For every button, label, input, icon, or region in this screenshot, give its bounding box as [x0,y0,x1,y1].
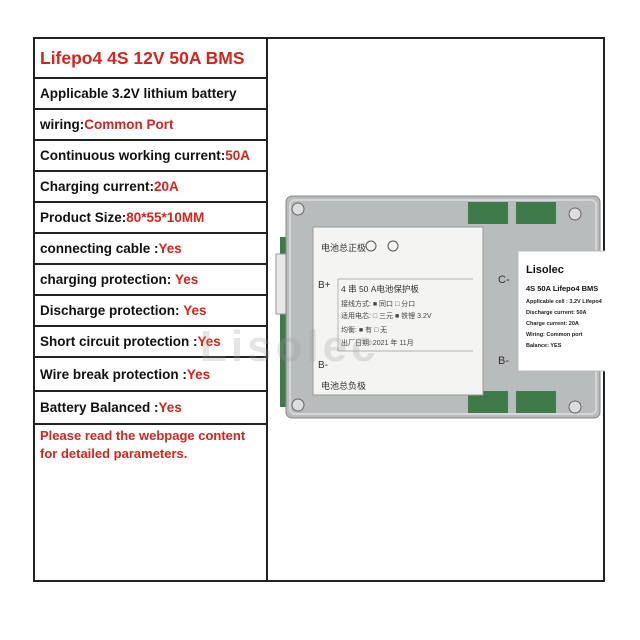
watermark: Lisolec [200,322,380,371]
spec-value: 50A [225,148,251,163]
label-line: Balance: YES [526,343,562,349]
bms-board-image: 电池总正极 电池总负极 B+ B- 4 串 50 A电池保护板 接线方式: ■ … [275,195,629,419]
sticker-b-plus: B+ [318,280,331,291]
spec-label: Product Size: [40,210,127,225]
solder-pad [468,202,508,224]
spec-value: Yes [183,303,207,318]
solder-pad [516,202,556,224]
spec-row: Charging current:20A [35,172,266,203]
spec-row: charging protection: Yes [35,265,266,296]
connector [275,253,287,315]
sticker-b-minus: B- [318,360,328,371]
spec-table: Lifepo4 4S 12V 50A BMS Applicable 3.2V l… [35,39,268,580]
spec-row: Wire break protection :Yes [35,358,266,392]
spec-value: 20A [154,179,179,194]
label-line: Charge current: 20A [526,321,579,327]
label-model: 4S 50A Lifepo4 BMS [526,284,598,293]
label-brand: Lisolec [526,264,564,276]
spec-label: wiring: [40,117,85,132]
product-photo: 电池总正极 电池总负极 B+ B- 4 串 50 A电池保护板 接线方式: ■ … [268,39,629,580]
product-title: Lifepo4 4S 12V 50A BMS [35,39,266,79]
spec-label: Charging current: [40,179,155,194]
sticker-line: 适用电芯: □ 三元 ■ 铁锂 3.2V [341,311,432,320]
solder-pad [516,391,556,413]
sticker-top-label: 电池总正极 [321,242,366,253]
spec-value: Yes [197,334,221,349]
terminal-plus-icon [365,240,377,252]
sticker-line: 均衡: ■ 有 □ 无 [341,325,387,334]
spec-value: Yes [175,272,199,287]
label-line: Applicable cell : 3.2V Lifepo4 [526,299,603,305]
terminal-minus-icon [387,240,399,252]
solder-pad [468,391,508,413]
screw-hole-icon [291,202,305,216]
spec-row: Short circuit protection :Yes [35,327,266,358]
spec-label: Battery Balanced : [40,400,159,415]
label-line: Discharge current: 50A [526,310,587,316]
spec-label: Continuous working current: [40,148,226,163]
sticker-heading: 4 串 50 A电池保护板 [341,284,419,294]
spec-row: Applicable 3.2V lithium battery [35,79,266,110]
spec-value: 80*55*10MM [126,210,205,225]
spec-row: Continuous working current:50A [35,141,266,172]
sticker-line: 出厂日期: 2021 年 11月 [341,338,414,347]
spec-value: Yes [158,241,182,256]
screw-hole-icon [568,207,582,221]
spec-row: Battery Balanced :Yes [35,392,266,425]
spec-label: Discharge protection: [40,303,184,318]
spec-row: Discharge protection: Yes [35,296,266,327]
label-line: Wiring: Common port [526,332,583,338]
main-sticker [312,226,484,396]
sticker-line: 接线方式: ■ 同口 □ 分口 [341,299,415,308]
spec-label: Short circuit protection : [40,334,198,349]
sticker-bottom-label: 电池总负极 [321,380,366,391]
screw-hole-icon [291,398,305,412]
spec-label: charging protection: [40,272,175,287]
spec-value: Yes [158,400,182,415]
spec-row: connecting cable :Yes [35,234,266,265]
screw-hole-icon [568,400,582,414]
c-minus-label: C- [498,274,510,286]
spec-value: Yes [186,366,211,382]
spec-label: Wire break protection : [40,366,187,382]
spec-label: Applicable 3.2V lithium battery [40,86,237,101]
detail-note: Please read the webpage content for deta… [40,428,246,461]
b-minus-label: B- [498,355,509,367]
spec-row: Product Size:80*55*10MM [35,203,266,234]
spec-row: wiring:Common Port [35,110,266,141]
spec-sheet: Lifepo4 4S 12V 50A BMS Applicable 3.2V l… [33,37,629,582]
spec-label: connecting cable : [40,241,159,256]
spec-value: Common Port [84,117,174,132]
